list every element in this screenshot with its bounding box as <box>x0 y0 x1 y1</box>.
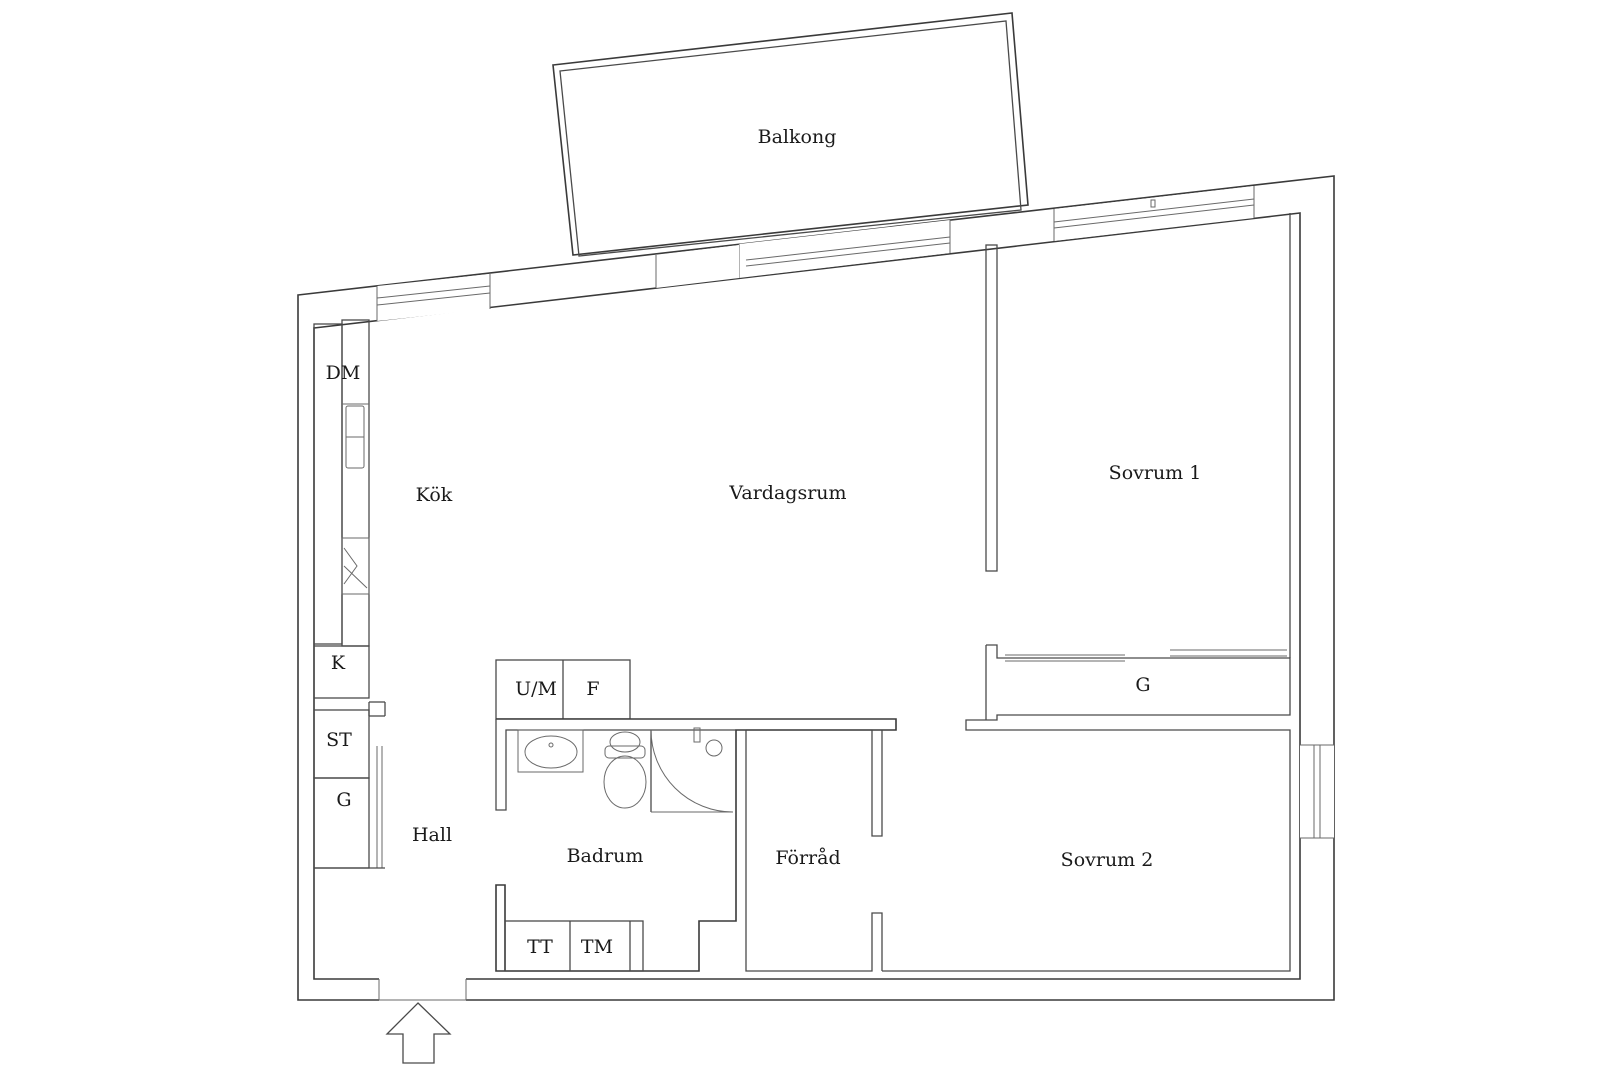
fixture-label-st: ST <box>326 729 352 751</box>
fixture-label-tm: TM <box>581 936 613 958</box>
arrow-up-icon <box>385 1002 452 1064</box>
room-label-balkong: Balkong <box>758 126 837 148</box>
fixture-label-g-hall: G <box>336 789 351 811</box>
fixture-label-um: U/M <box>515 678 557 700</box>
fixture-label-dm: DM <box>326 362 361 384</box>
hall-closets <box>313 701 386 869</box>
fixture-label-g-sovrum: G <box>1135 674 1150 696</box>
bathroom <box>495 659 897 972</box>
room-label-badrum: Badrum <box>567 845 644 867</box>
windows <box>376 186 1334 1002</box>
room-label-vardagsrum: Vardagsrum <box>728 482 846 504</box>
room-label-sovrum-1: Sovrum 1 <box>1109 462 1202 484</box>
room-label-kok: Kök <box>416 484 453 506</box>
kitchen-counter <box>313 319 370 699</box>
room-label-forrad: Förråd <box>775 847 840 869</box>
storage-room <box>745 729 883 972</box>
fixture-label-tt: TT <box>527 936 553 958</box>
room-label-sovrum-2: Sovrum 2 <box>1061 849 1154 871</box>
room-label-hall: Hall <box>412 824 452 846</box>
fixture-label-k: K <box>331 652 346 674</box>
interior-walls <box>882 213 1291 972</box>
balcony <box>552 12 1029 257</box>
fixture-label-f: F <box>586 678 599 700</box>
